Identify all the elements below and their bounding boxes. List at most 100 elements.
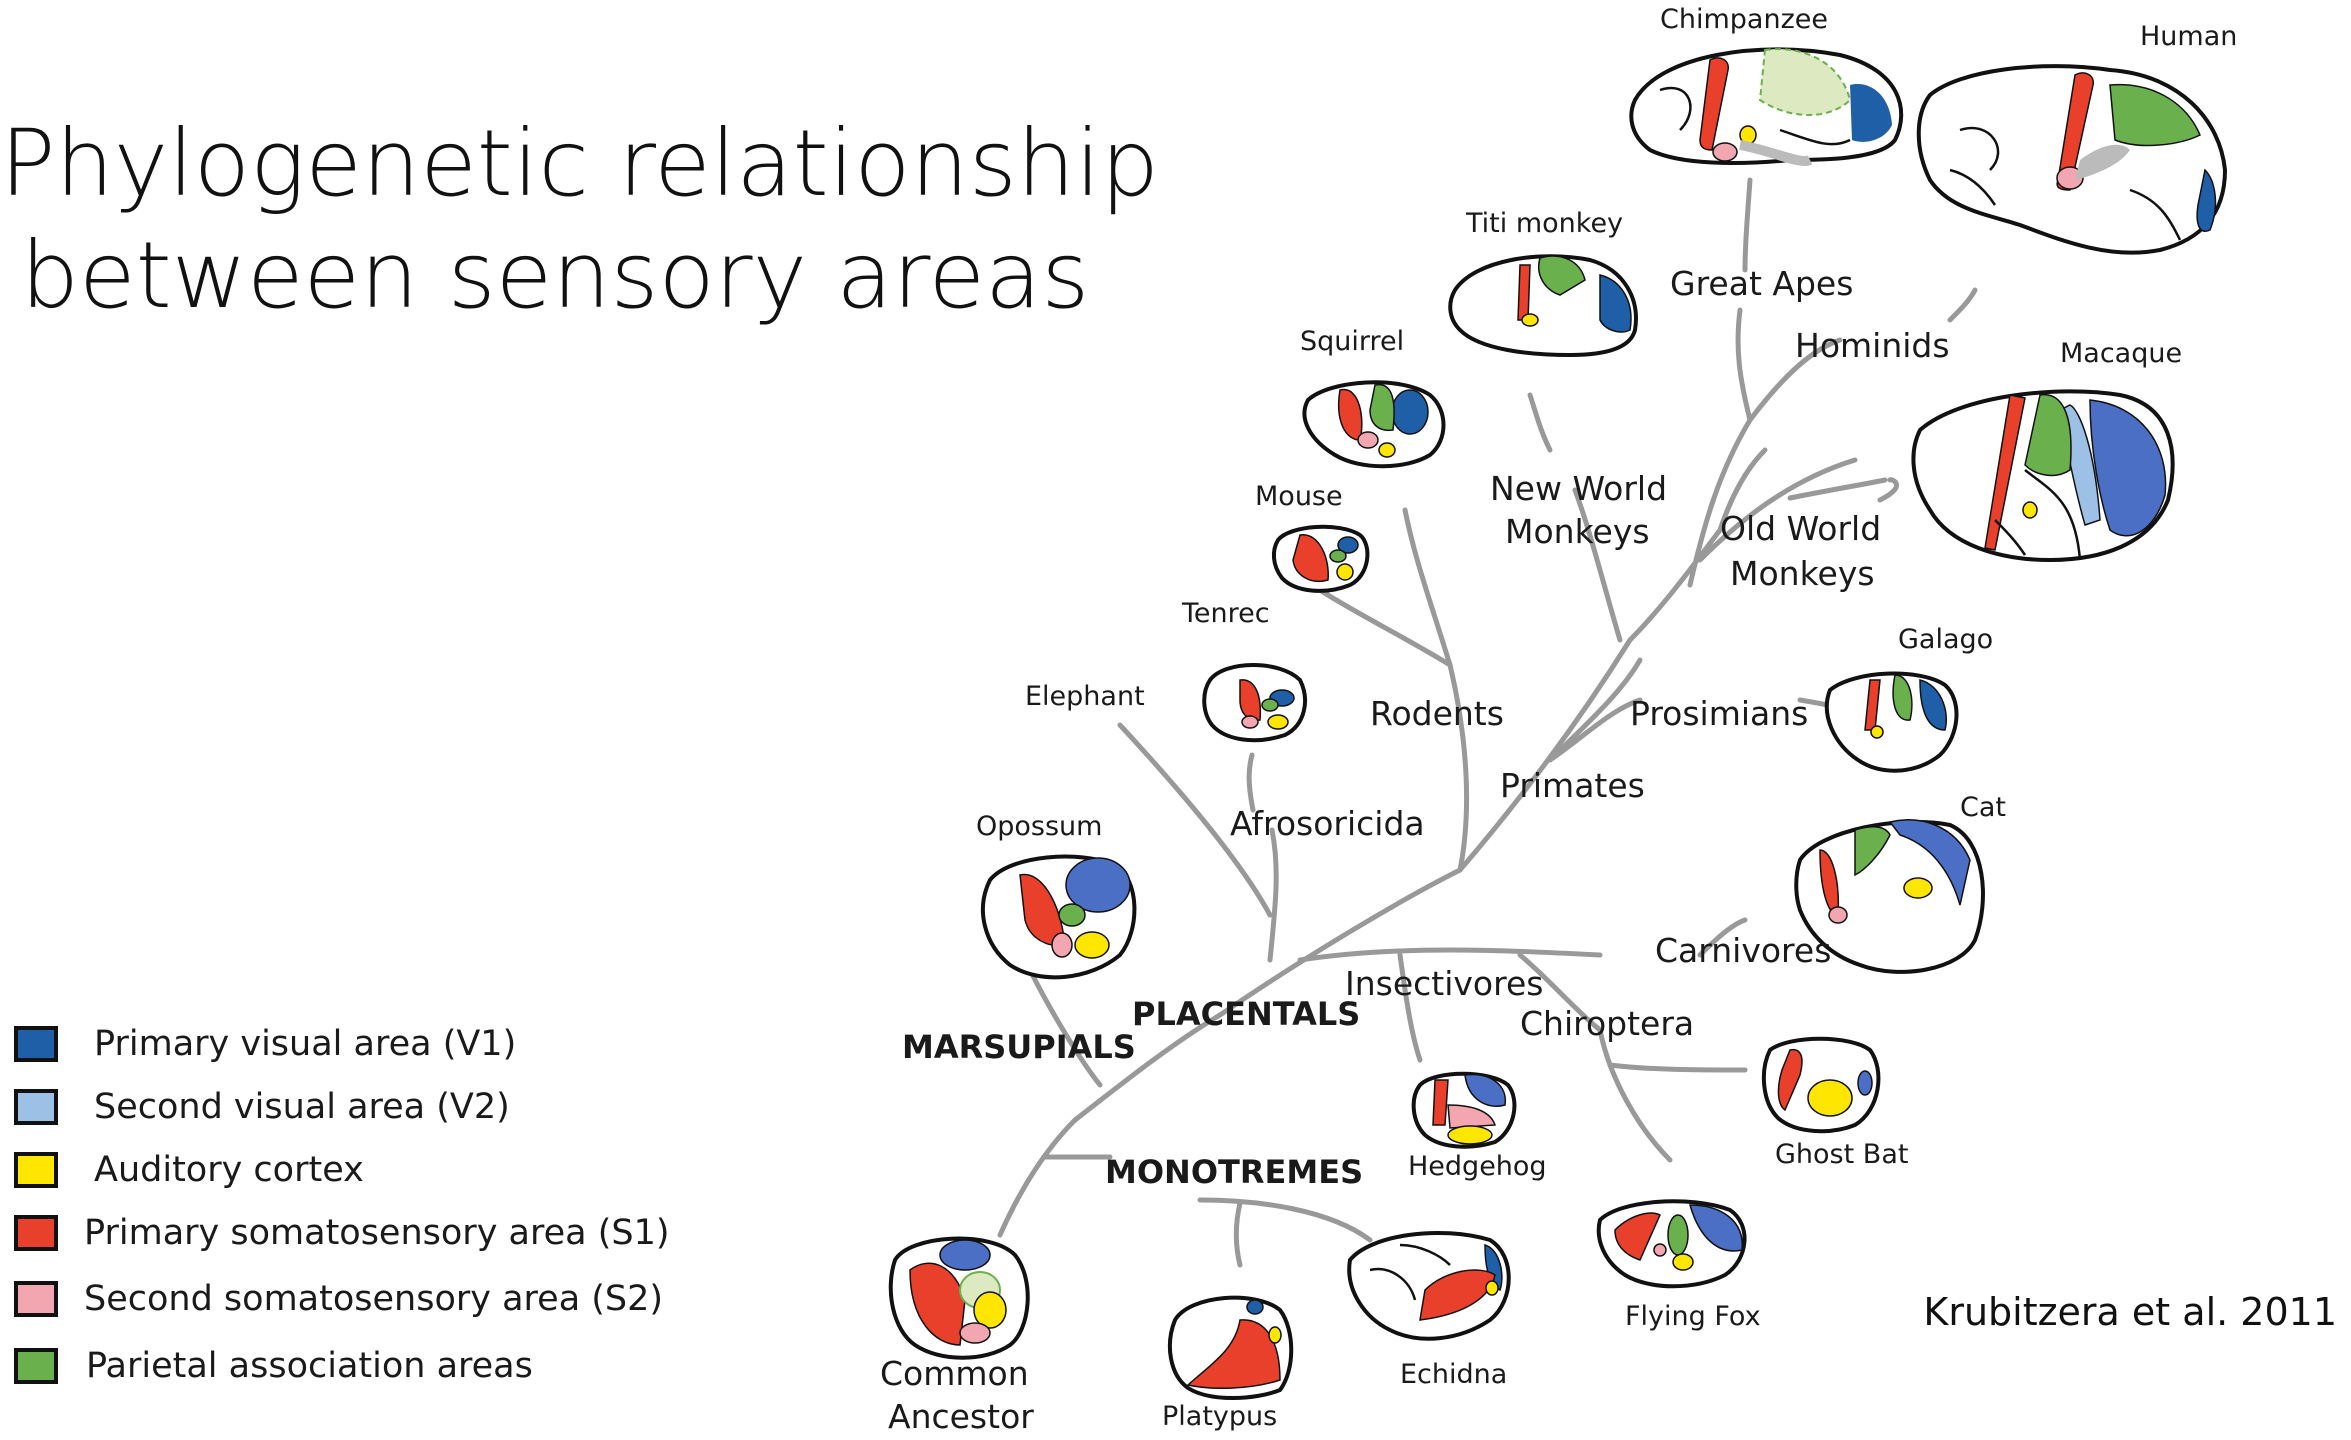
label-cat: Cat <box>1960 792 2006 823</box>
citation: Krubitzera et al. 2011 <box>1923 1290 2337 1334</box>
branch-hominids <box>1747 337 1843 423</box>
label-ghost-bat: Ghost Bat <box>1775 1139 1908 1170</box>
brain-macaque <box>1911 389 2175 563</box>
brain-opossum <box>981 854 1137 980</box>
brain-flying-fox <box>1596 1199 1747 1289</box>
legend-label-auditory: Auditory cortex <box>94 1150 364 1190</box>
branch-ghost-bat <box>1607 1062 1748 1073</box>
label-opossum: Opossum <box>976 811 1102 842</box>
branch-new-world <box>1572 487 1623 643</box>
label-chiroptera: Chiroptera <box>1520 1004 1694 1043</box>
label-platypus: Platypus <box>1162 1401 1277 1432</box>
branch-main-trunk <box>1072 1012 1223 1123</box>
label-echidna: Echidna <box>1400 1359 1507 1390</box>
brain-platypus <box>1167 1295 1294 1400</box>
label-monotremes: MONOTREMES <box>1105 1153 1363 1191</box>
branch-tenrec <box>1246 752 1256 813</box>
branch-to-apes <box>1687 417 1753 588</box>
branch-common-ancestor <box>997 1117 1078 1238</box>
legend-item-s1: Primary somatosensory area (S1) <box>14 1209 714 1257</box>
legend-label-s1: Primary somatosensory area (S1) <box>84 1213 670 1253</box>
title-line-2: between sensory areas <box>20 222 1090 329</box>
label-common-1: Common <box>880 1354 1029 1393</box>
branch-carnivores-2 <box>1697 917 1748 958</box>
brain-titi-monkey <box>1448 254 1638 358</box>
page-title: Phylogenetic relationship between sensor… <box>0 108 1160 332</box>
branch-squirrel <box>1402 507 1453 668</box>
label-old-world-2: Monkeys <box>1730 554 1875 593</box>
brain-galago <box>1824 671 1959 773</box>
label-flying-fox: Flying Fox <box>1625 1301 1761 1332</box>
label-human: Human <box>2140 21 2237 52</box>
legend-item-auditory: Auditory cortex <box>14 1146 714 1194</box>
branch-carnivores <box>1297 947 1603 963</box>
label-squirrel: Squirrel <box>1300 326 1404 357</box>
label-new-world-2: Monkeys <box>1505 512 1650 551</box>
label-afrosoricida: Afrosoricida <box>1230 804 1425 843</box>
label-primates: Primates <box>1500 766 1645 805</box>
legend-swatch-s1 <box>14 1215 58 1251</box>
label-rodents: Rodents <box>1370 694 1504 733</box>
legend-swatch-s2 <box>14 1281 58 1317</box>
legend-label-v2: Second visual area (V2) <box>94 1087 510 1127</box>
branch-mouse <box>1317 587 1453 668</box>
brain-squirrel <box>1302 380 1446 469</box>
branch-elephant <box>1117 722 1273 918</box>
label-marsupials: MARSUPIALS <box>902 1028 1136 1066</box>
branch-prosimians <box>1547 697 1643 763</box>
brain-human <box>1916 64 2228 255</box>
branch-chiroptera <box>1517 952 1603 1033</box>
brain-ghost-bat <box>1761 1036 1881 1134</box>
label-hedgehog: Hedgehog <box>1408 1151 1547 1182</box>
legend-item-parietal: Parietal association areas <box>14 1342 714 1390</box>
label-prosimians: Prosimians <box>1630 694 1808 733</box>
label-tenrec: Tenrec <box>1181 598 1270 629</box>
legend-swatch-parietal <box>14 1348 58 1384</box>
branch-ape-old <box>1697 457 1858 563</box>
brain-mouse <box>1271 524 1370 593</box>
legend-label-parietal: Parietal association areas <box>86 1346 533 1386</box>
branch-marsupials <box>1027 967 1103 1088</box>
branch-titi <box>1527 392 1553 453</box>
brain-chimpanzee <box>1629 47 1904 166</box>
label-chimpanzee: Chimpanzee <box>1660 4 1828 35</box>
brain-echidna <box>1347 1230 1511 1341</box>
branch-old-world <box>1717 447 1768 533</box>
label-titi-monkey: Titi monkey <box>1465 208 1623 239</box>
label-macaque: Macaque <box>2060 338 2182 369</box>
branch-human <box>1947 287 1978 323</box>
branch-monotremes <box>1197 1197 1373 1243</box>
label-elephant: Elephant <box>1025 681 1145 712</box>
branch-macaque <box>1877 477 1899 503</box>
label-mouse: Mouse <box>1255 481 1343 512</box>
branch-rodents <box>1447 662 1470 873</box>
legend-item-v1: Primary visual area (V1) <box>14 1020 714 1068</box>
brain-common-ancestor <box>888 1236 1030 1360</box>
legend-item-v2: Second visual area (V2) <box>14 1083 714 1131</box>
brain-cat <box>1794 819 1985 974</box>
branch-great-apes <box>1735 307 1753 423</box>
label-carnivores: Carnivores <box>1655 931 1831 970</box>
legend-swatch-v2 <box>14 1089 58 1125</box>
label-galago: Galago <box>1898 624 1993 655</box>
branch-chimp <box>1742 177 1753 273</box>
brain-tenrec <box>1202 663 1307 743</box>
branch-to-anthropoids <box>1627 527 1723 643</box>
brain-hedgehog <box>1411 1071 1517 1149</box>
branch-insectivores <box>1397 952 1423 1063</box>
legend-item-s2: Second somatosensory area (S2) <box>14 1275 714 1323</box>
branch-afrosoricida <box>1267 827 1279 963</box>
legend-swatch-v1 <box>14 1026 58 1062</box>
label-new-world-1: New World <box>1490 469 1667 508</box>
label-placentals: PLACENTALS <box>1132 995 1360 1033</box>
branch-primates <box>1547 657 1643 763</box>
branch-placentals <box>1217 867 1463 1018</box>
branch-to-primates <box>1457 637 1633 873</box>
title-line-1: Phylogenetic relationship <box>0 110 1160 217</box>
legend-label-v1: Primary visual area (V1) <box>94 1024 517 1064</box>
branch-old-world-macaque <box>1787 477 1888 501</box>
label-great-apes: Great Apes <box>1670 264 1853 303</box>
branch-bats <box>1597 1027 1673 1163</box>
label-old-world-1: Old World <box>1720 509 1881 548</box>
